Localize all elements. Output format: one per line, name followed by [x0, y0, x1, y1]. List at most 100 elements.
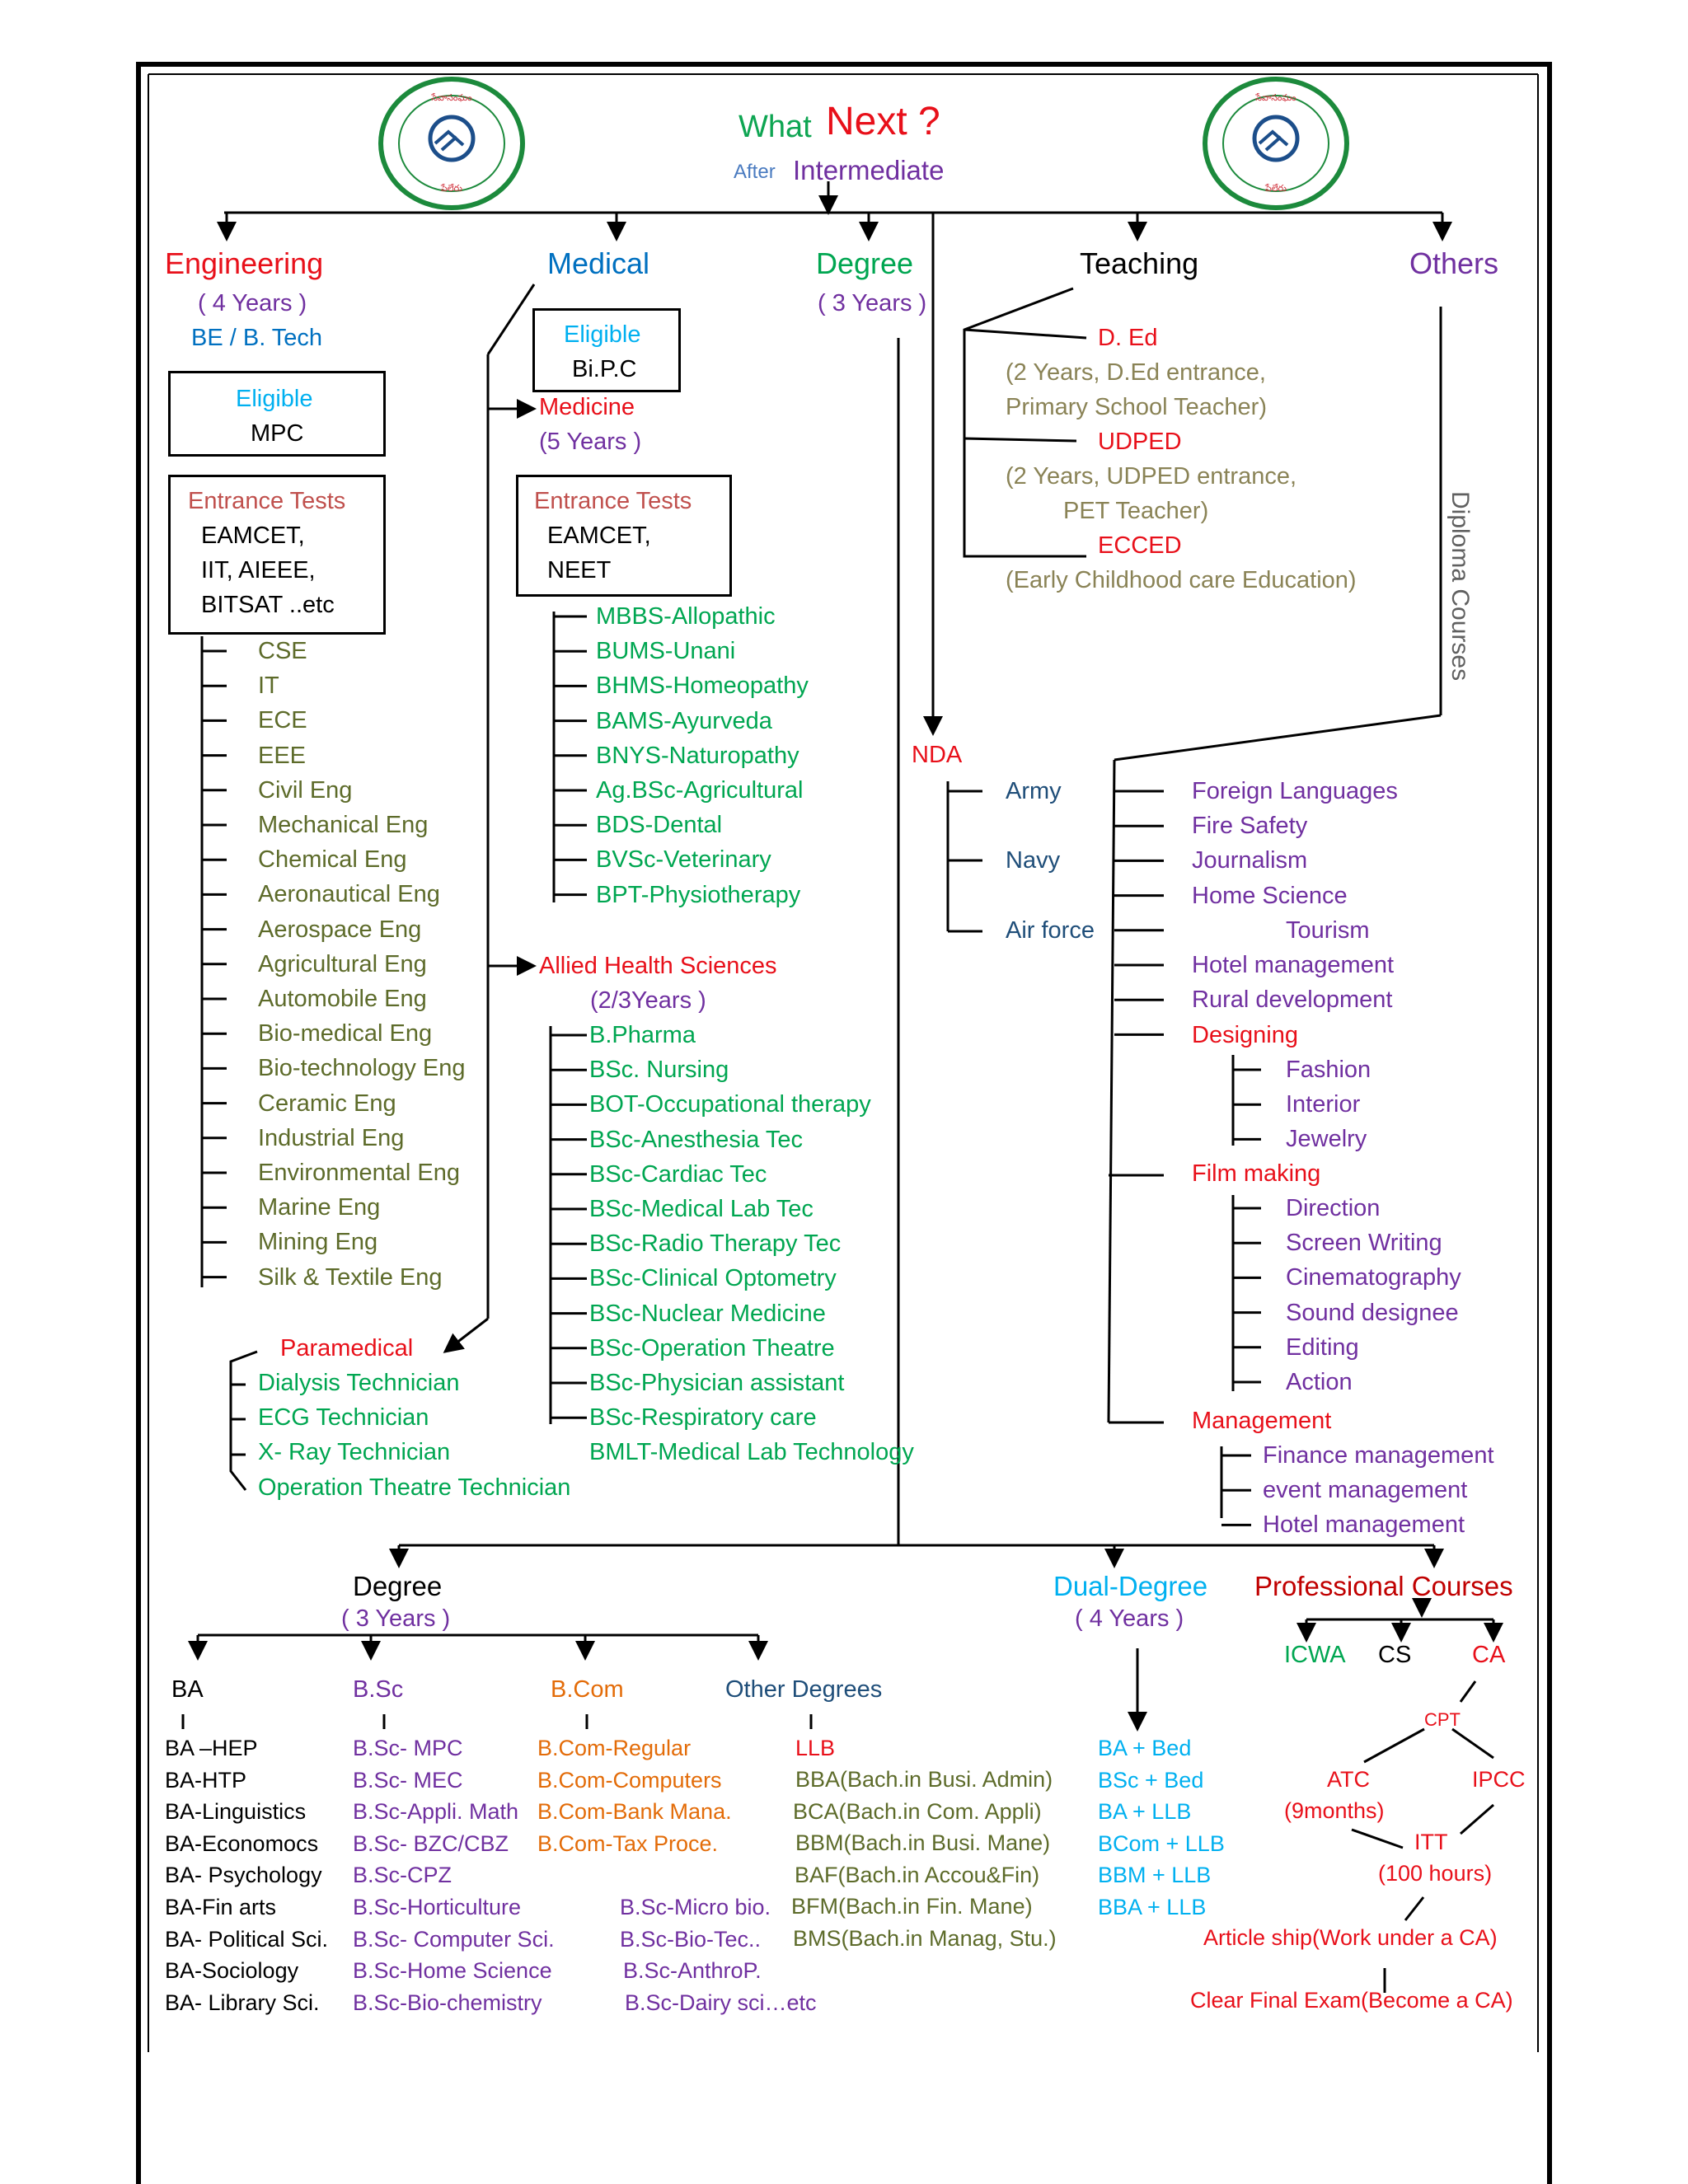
diploma-item: Foreign Languages	[1192, 778, 1398, 804]
ba-item: BA- Political Sci.	[165, 1926, 329, 1952]
engineering-course: BE / B. Tech	[191, 325, 323, 351]
dual-degree-item: BCom + LLB	[1098, 1830, 1225, 1856]
logo-text: సేవాసంఘం	[430, 92, 472, 103]
diploma-item: Fire Safety	[1192, 813, 1308, 840]
diploma-item: Rural development	[1192, 987, 1393, 1014]
engineering-branch: Mechanical Eng	[258, 812, 429, 838]
engineering-branch: ECE	[258, 707, 307, 734]
heading-teaching: Teaching	[1080, 246, 1199, 280]
film-item: Direction	[1286, 1195, 1381, 1221]
atc-label: ATC	[1327, 1767, 1370, 1792]
engineering-entrance-label: Entrance Tests	[188, 488, 346, 514]
engineering-eligible-box	[168, 371, 386, 457]
ba-item: BA-HTP	[165, 1767, 247, 1793]
engineering-branch: Automobile Eng	[258, 986, 427, 1012]
nda-item: Navy	[1006, 847, 1061, 874]
bsc-item: B.Sc-CPZ	[353, 1863, 452, 1888]
bsc-item: B.Sc- Computer Sci.	[353, 1926, 555, 1952]
llb-label: LLB	[795, 1736, 836, 1760]
other-degree-item: BCA(Bach.in Com. Appli)	[793, 1798, 1042, 1824]
engineering-branch: Mining Eng	[258, 1229, 378, 1256]
allied-course: BSc-Clinical Optometry	[589, 1265, 837, 1292]
teaching-ecced-desc: (Early Childhood care Education)	[1006, 567, 1357, 593]
teaching-ded: D. Ed	[1098, 325, 1158, 351]
medicine-title: Medicine	[539, 394, 635, 420]
designing-item: Fashion	[1286, 1057, 1372, 1083]
medical-course: Ag.BSc-Agricultural	[596, 777, 804, 804]
teaching-udped-desc-1: (2 Years, UDPED entrance,	[1006, 463, 1297, 490]
allied-course: BSc-Radio Therapy Tec	[589, 1230, 842, 1258]
management-title: Management	[1192, 1408, 1332, 1434]
allied-course: B.Pharma	[589, 1022, 696, 1048]
engineering-branch: Chemical Eng	[258, 846, 407, 874]
engineering-branch: Bio-medical Eng	[258, 1020, 433, 1047]
allied-course: BSc-Operation Theatre	[589, 1334, 835, 1361]
heading-degree: Degree	[816, 246, 914, 280]
engineering-branch: Agricultural Eng	[258, 950, 427, 977]
engineering-eligible-label: Eligible	[236, 386, 313, 412]
itt-label: ITT	[1414, 1830, 1448, 1854]
management-item: Hotel management	[1263, 1511, 1465, 1539]
medical-entrance-2: NEET	[547, 557, 612, 583]
bcom-item: B.Com-Regular	[537, 1736, 692, 1760]
dual-degree-item: BSc + Bed	[1098, 1767, 1204, 1793]
engineering-branch: Bio-technology Eng	[258, 1055, 466, 1082]
paramedical-title: Paramedical	[280, 1335, 414, 1361]
other-degree-item: BFM(Bach.in Fin. Mane)	[791, 1894, 1033, 1919]
diploma-item: Home Science	[1192, 882, 1348, 909]
medicine-duration: (5 Years )	[539, 429, 642, 455]
medical-course: BUMS-Unani	[596, 638, 736, 665]
bcom-item: B.Com-Bank Mana.	[537, 1799, 732, 1825]
allied-course: BSc-Physician assistant	[589, 1370, 845, 1396]
engineering-branch: Aerospace Eng	[258, 916, 422, 943]
bsc-extra-item: B.Sc-Dairy sci…etc	[625, 1990, 817, 2015]
designing-item: Jewelry	[1286, 1126, 1367, 1153]
svg-text:సేవాసంఘం: సేవాసంఘం	[1254, 92, 1296, 103]
designing-title: Designing	[1192, 1022, 1298, 1048]
medical-course: BHMS-Homeopathy	[596, 673, 809, 700]
article-ship-label: Article ship(Work under a CA)	[1203, 1925, 1498, 1950]
management-item: event management	[1263, 1477, 1468, 1504]
designing-item: Interior	[1286, 1091, 1361, 1118]
bsc-extra-item: B.Sc-Micro bio.	[620, 1895, 771, 1919]
allied-course: BSc-Anesthesia Tec	[589, 1126, 803, 1153]
cpt-label: CPT	[1424, 1709, 1461, 1730]
engineering-branch: Civil Eng	[258, 776, 353, 804]
film-item: Editing	[1286, 1333, 1359, 1361]
professional-title: Professional Courses	[1254, 1571, 1513, 1601]
heading-others: Others	[1409, 246, 1499, 280]
title-after: After	[734, 161, 776, 183]
bcom-item: B.Com-Computers	[537, 1767, 722, 1793]
medical-course: MBBS-Allopathic	[596, 603, 776, 630]
film-title: Film making	[1192, 1160, 1321, 1187]
diploma-item: Tourism	[1286, 916, 1370, 944]
engineering-branch: Silk & Textile Eng	[258, 1263, 443, 1291]
bsc-title: B.Sc	[353, 1676, 404, 1703]
engineering-entrance-2: IIT, AIEEE,	[201, 557, 316, 583]
title-intermediate: Intermediate	[793, 155, 945, 185]
medical-eligible-value: Bi.P.C	[572, 356, 637, 382]
atc-duration: (9months)	[1284, 1798, 1385, 1823]
cs-label: CS	[1378, 1642, 1412, 1668]
other-degrees-title: Other Degrees	[725, 1676, 883, 1703]
title-next: Next ?	[826, 100, 940, 143]
other-degree-item: BBM(Bach.in Busi. Mane)	[795, 1830, 1051, 1856]
other-degree-item: BAF(Bach.in Accou&Fin)	[795, 1862, 1040, 1887]
nda-title: NDA	[912, 742, 963, 768]
ba-title: BA	[171, 1676, 204, 1703]
bsc-item: B.Sc- MEC	[353, 1767, 463, 1793]
engineering-branch: Marine Eng	[258, 1194, 381, 1221]
allied-course: BSc-Respiratory care	[589, 1404, 817, 1432]
allied-course: BSc. Nursing	[589, 1057, 729, 1084]
diploma-item: Hotel management	[1192, 952, 1395, 978]
ca-label: CA	[1472, 1642, 1506, 1668]
ba-item: BA-Economocs	[165, 1830, 319, 1856]
bsc-item: B.Sc-Bio-chemistry	[353, 1990, 542, 2015]
allied-course: BMLT-Medical Lab Technology	[589, 1439, 914, 1466]
final-exam-label: Clear Final Exam(Become a CA)	[1190, 1988, 1513, 2013]
teaching-udped-desc-2: PET Teacher)	[1063, 498, 1209, 524]
medical-course: BDS-Dental	[596, 812, 723, 839]
film-item: Sound designee	[1286, 1299, 1459, 1326]
